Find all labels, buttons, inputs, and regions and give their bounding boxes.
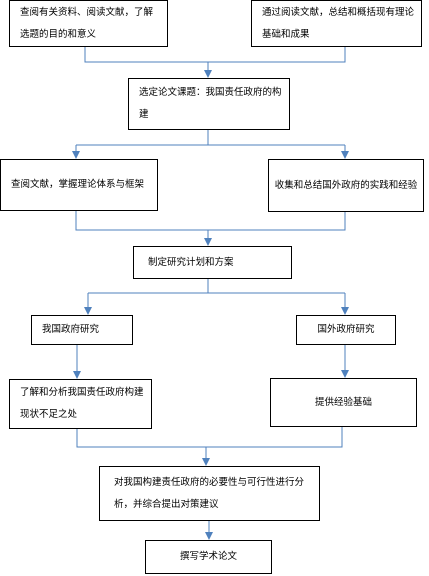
- box-research-plan: 制定研究计划和方案: [133, 246, 292, 279]
- box-topic-text: 选定论文课题：我国责任政府的构建: [139, 87, 282, 120]
- box-feasibility-analysis-text: 对我国构建责任政府的必要性与可行性进行分析，并综合提出对策建议: [114, 476, 305, 510]
- box-theory-framework: 查阅文献，掌握理论体系与框架: [0, 159, 158, 211]
- box-domestic-research: 我国政府研究: [31, 315, 133, 345]
- box-current-analysis-text: 了解和分析我国责任政府构建现状不足之处: [20, 387, 144, 420]
- box-write-paper: 撰写学术论文: [145, 540, 272, 574]
- box-foreign-research-text: 国外政府研究: [317, 324, 375, 335]
- box-research-plan-text: 制定研究计划和方案: [148, 256, 234, 268]
- box-domestic-research-text: 我国政府研究: [42, 324, 100, 335]
- box-experience-basis: 提供经验基础: [270, 378, 417, 427]
- box-topic: 选定论文课题：我国责任政府的构建: [128, 78, 290, 130]
- box-theory-summary-text: 通过阅读文献，总结和概括现有理论基础和成果: [262, 6, 415, 40]
- box-literature-review: 查阅有关资料、阅读文献，了解选题的目的和意义: [9, 0, 168, 47]
- box-literature-review-text: 查阅有关资料、阅读文献，了解选题的目的和意义: [20, 6, 154, 40]
- box-foreign-experience-text: 收集和总结国外政府的实践和经验: [274, 179, 418, 191]
- box-write-paper-text: 撰写学术论文: [179, 551, 237, 562]
- box-theory-summary: 通过阅读文献，总结和概括现有理论基础和成果: [251, 0, 422, 47]
- box-foreign-experience: 收集和总结国外政府的实践和经验: [268, 159, 424, 212]
- box-theory-framework-text: 查阅文献，掌握理论体系与框架: [11, 179, 145, 190]
- box-current-analysis: 了解和分析我国责任政府构建现状不足之处: [9, 379, 152, 429]
- box-foreign-research: 国外政府研究: [296, 315, 396, 345]
- box-feasibility-analysis: 对我国构建责任政府的必要性与可行性进行分析，并综合提出对策建议: [99, 466, 320, 521]
- box-experience-basis-text: 提供经验基础: [314, 396, 372, 408]
